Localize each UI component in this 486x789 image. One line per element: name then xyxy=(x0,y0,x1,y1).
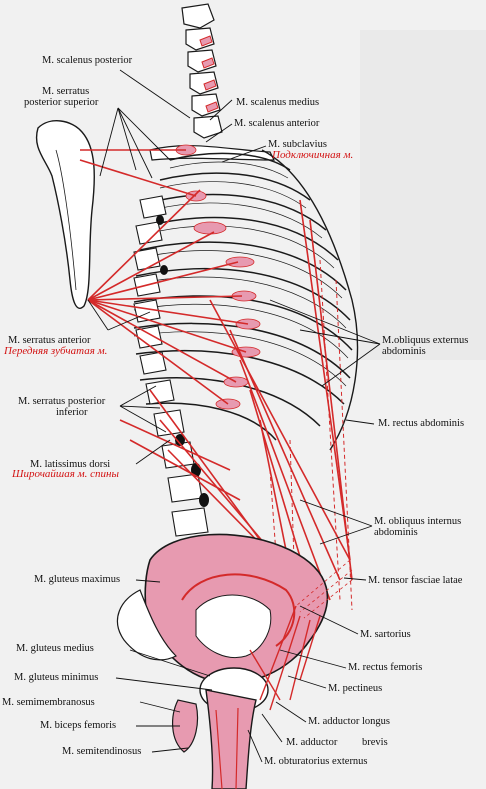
label-serratus-posterior-superior-1: M. serratus xyxy=(42,86,90,97)
label-adductor-brevis-2: brevis xyxy=(362,737,388,748)
femur-outline xyxy=(215,707,239,789)
background-shadow xyxy=(360,30,486,360)
label-obliquus-internus-2: abdominis xyxy=(374,527,418,538)
label-scalenus-posterior: M. scalenus posterior xyxy=(42,55,133,66)
label-serratus-posterior-inferior-2: inferior xyxy=(56,407,88,418)
rib-outlines xyxy=(133,161,349,387)
femur xyxy=(205,689,257,789)
label-subclavius: M. subclavius xyxy=(268,139,327,150)
label-sartorius: M. sartorius xyxy=(360,629,411,640)
label-latissimus-dorsi: M. latissimus dorsi xyxy=(30,459,111,470)
label-semitendinosus: M. semitendinosus xyxy=(62,746,142,757)
label-gluteus-medius: M. gluteus medius xyxy=(16,643,94,654)
label-serratus-anterior: M. serratus anterior xyxy=(8,335,91,346)
label-serratus-anterior-ru: Передняя зубчатая м. xyxy=(4,345,108,357)
leader-lines xyxy=(87,69,381,763)
label-pectineus: M. pectineus xyxy=(328,683,383,694)
hamstring-mass xyxy=(172,699,199,753)
costal-margin xyxy=(261,149,359,451)
scapula-spine xyxy=(55,149,77,291)
label-obturatorius-externus: M. obturatorius externus xyxy=(264,756,368,767)
label-obliquus-internus-1: M. obliquus internus xyxy=(374,516,462,527)
label-gluteus-maximus: M. gluteus maximus xyxy=(34,574,121,585)
label-scalenus-anterior: M. scalenus anterior xyxy=(234,118,320,129)
label-serratus-posterior-superior-2: posterior superior xyxy=(24,97,99,108)
label-adductor-longus: M. adductor longus xyxy=(308,716,390,727)
label-serratus-posterior-inferior-1: M. serratus posterior xyxy=(18,396,106,407)
label-semimembranosus: M. semimembranosus xyxy=(2,697,95,708)
label-rectus-abdominis: M. rectus abdominis xyxy=(378,418,465,429)
iliac-fossa xyxy=(195,594,272,658)
label-adductor-brevis-1: M. adductor xyxy=(286,737,338,748)
sacrum xyxy=(116,589,178,661)
tensor-fan xyxy=(295,559,353,619)
label-obliquus-externus-1: M.obliquus externus xyxy=(382,335,469,346)
label-biceps-femoris: M. biceps femoris xyxy=(40,720,117,731)
label-scalenus-medius: M. scalenus medius xyxy=(236,97,320,108)
scalene-muscle-marks xyxy=(199,35,219,113)
label-subclavius-ru: Подключичная м. xyxy=(272,149,354,161)
label-gluteus-minimus: M. gluteus minimus xyxy=(14,672,99,683)
label-latissimus-dorsi-ru: Широчайшая м. спины xyxy=(12,468,119,480)
label-tensor-fasciae-latae: M. tensor fasciae latae xyxy=(368,575,463,586)
iliac-crest-inner xyxy=(181,573,296,647)
thoracic-lumbar-spine xyxy=(133,195,209,537)
thigh-muscle-lines xyxy=(249,605,321,711)
scapula xyxy=(35,120,95,309)
label-rectus-femoris: M. rectus femoris xyxy=(348,662,423,673)
label-obliquus-externus-2: abdominis xyxy=(382,346,426,357)
